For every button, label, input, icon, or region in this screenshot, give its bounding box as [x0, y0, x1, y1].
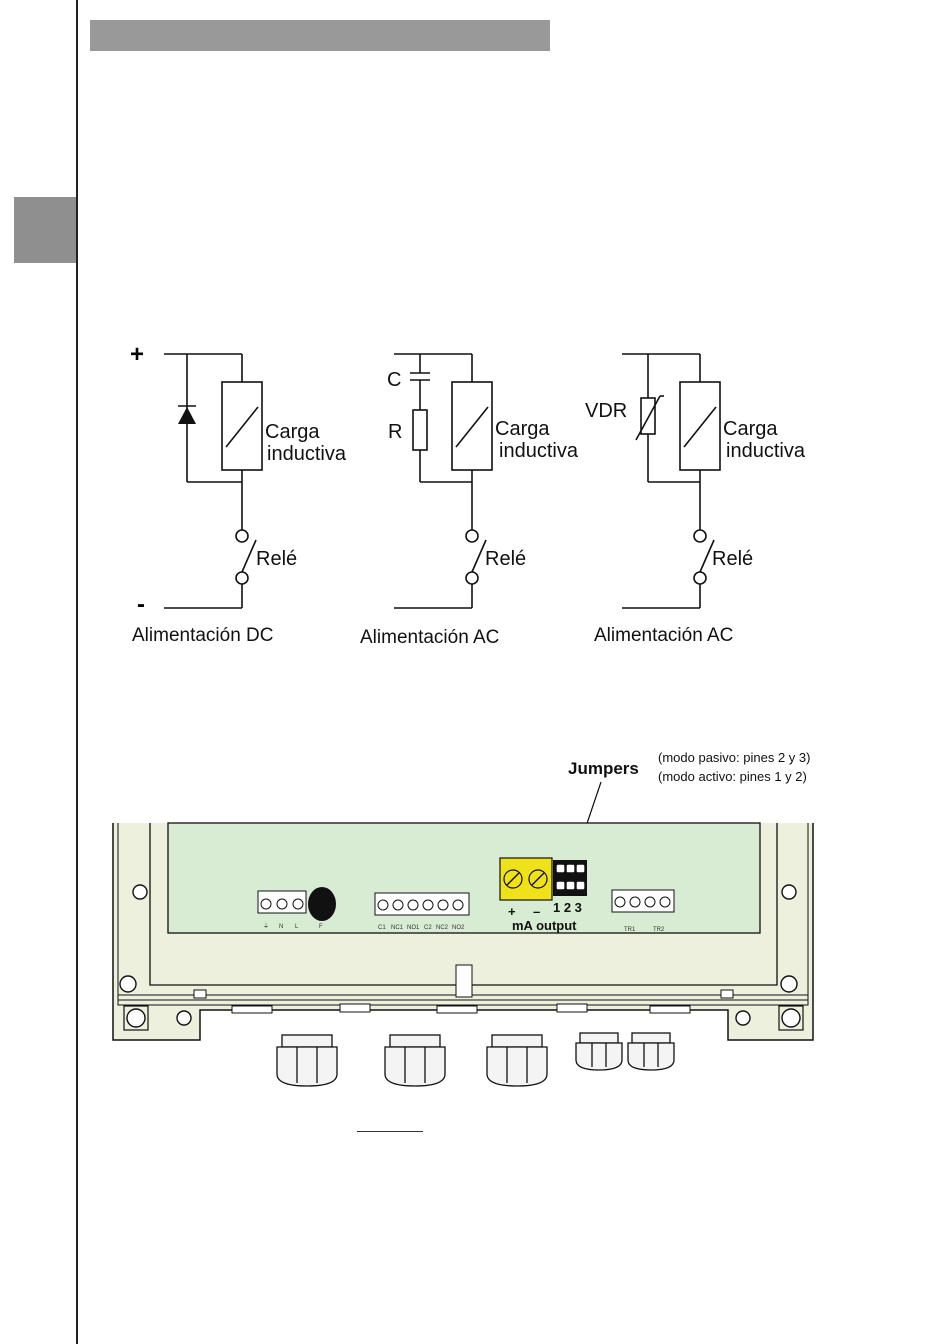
- terminal-label: C2: [424, 925, 432, 931]
- plus-label: +: [130, 341, 144, 368]
- load-label-2: inductiva: [267, 443, 347, 465]
- screw-hole: [782, 885, 796, 899]
- terminal-label: NO2: [452, 925, 465, 931]
- jumper-pins: 1 2 3: [553, 860, 587, 915]
- capacitor-label: C: [387, 369, 401, 391]
- minus-label: -: [137, 591, 145, 618]
- ma-output-label: mA output: [512, 918, 577, 933]
- terminal-label: NO1: [407, 925, 420, 931]
- terminal-label: TR1: [624, 927, 636, 933]
- jumpers-active-note: (modo activo: pines 1 y 2): [658, 769, 807, 784]
- terminal-label: NC2: [436, 925, 449, 931]
- fuse-holder: [308, 887, 336, 921]
- chapter-side-tab: [14, 197, 76, 263]
- load-label-2: inductiva: [726, 440, 806, 462]
- relay-label: Relé: [485, 548, 526, 570]
- terminal-label: TR2: [653, 927, 665, 933]
- load-label-1: Carga: [495, 418, 550, 440]
- load-label-1: Carga: [265, 421, 320, 443]
- terminal-label: F: [319, 924, 323, 930]
- ma-plus-label: +: [508, 904, 516, 919]
- load-label-1: Carga: [723, 418, 778, 440]
- terminal-label: C1: [378, 925, 386, 931]
- ma-minus-label: –: [533, 904, 540, 919]
- relay-label: Relé: [712, 548, 753, 570]
- terminal-label: N: [279, 924, 283, 930]
- screw-hole: [133, 885, 147, 899]
- supply-label: Alimentación AC: [360, 627, 499, 648]
- jumpers-passive-note: (modo pasivo: pines 2 y 3): [658, 750, 810, 765]
- pin-numbers: 1 2 3: [553, 900, 582, 915]
- diode-symbol: [178, 407, 196, 424]
- terminal-label: NC1: [391, 925, 404, 931]
- caption-underline: [357, 1131, 423, 1132]
- svg-text:⏚: ⏚: [263, 923, 269, 930]
- section-header-bar: [90, 20, 550, 51]
- left-margin-rule: [76, 0, 78, 1344]
- cable-glands: [277, 1033, 674, 1086]
- vdr-label: VDR: [585, 400, 627, 422]
- resistor-label: R: [388, 421, 402, 443]
- supply-label: Alimentación DC: [132, 625, 274, 646]
- jumpers-title: Jumpers: [568, 759, 639, 778]
- load-label-2: inductiva: [499, 440, 579, 462]
- board-connections-diagram: Jumpers (modo pasivo: pines 2 y 3) (modo…: [0, 740, 950, 1100]
- pcb-board: [168, 823, 760, 933]
- supply-label: Alimentación AC: [594, 625, 733, 646]
- protection-circuits-diagram: + - Carga inductiva Relé Alimentación DC…: [0, 330, 950, 660]
- relay-label: Relé: [256, 548, 297, 570]
